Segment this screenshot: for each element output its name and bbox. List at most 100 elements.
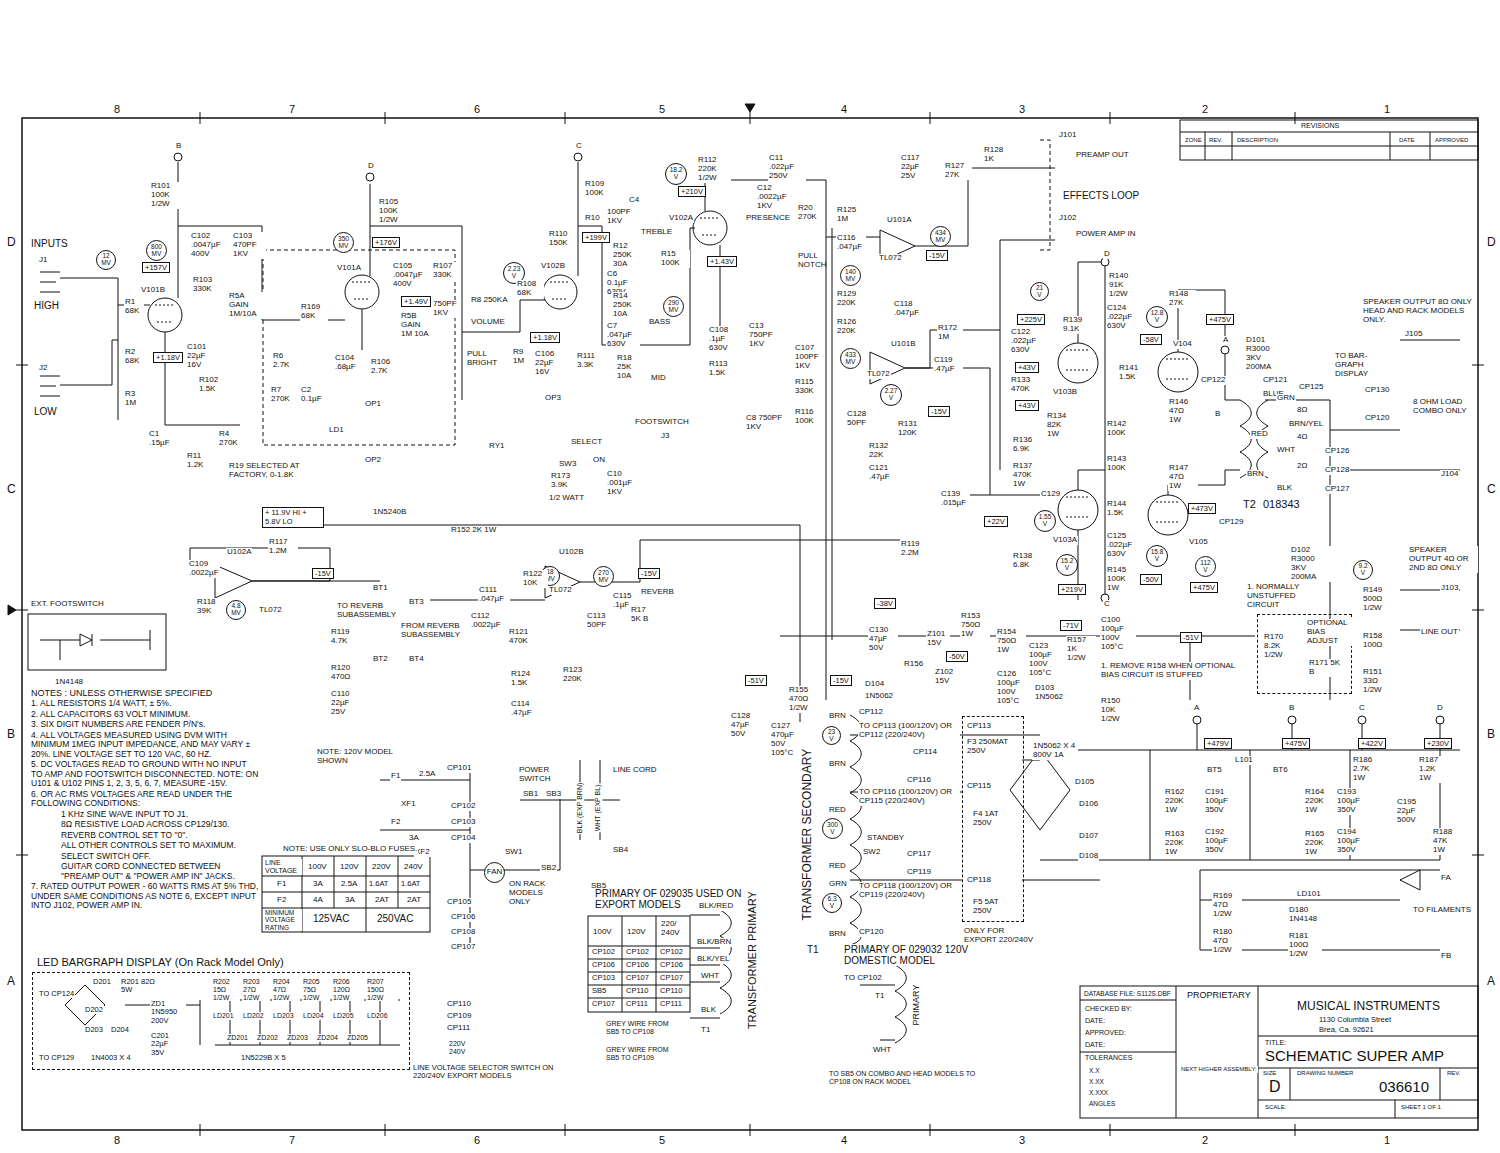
- schematic-label: A: [1222, 336, 1229, 345]
- node-text: 9.2 V: [1358, 563, 1367, 577]
- schematic-label: R186 2.7K 1W: [1352, 756, 1382, 783]
- schematic-label: CP119: [906, 868, 932, 877]
- schematic-label: BRN: [1246, 470, 1265, 479]
- rotated-label: BLK (EXP BRN): [576, 782, 584, 834]
- node-text: +219V: [1061, 585, 1083, 594]
- schematic-label: CP101: [446, 764, 472, 773]
- schematic-label: BT5: [1206, 766, 1223, 775]
- node-text: -50V: [949, 652, 965, 661]
- schematic-label: OP2: [364, 456, 382, 465]
- border: [22, 118, 1478, 1130]
- schematic-label: R148 27K: [1168, 290, 1196, 308]
- voltage-circle: 15.2 V: [1056, 554, 1078, 576]
- schematic-label: BRN/YEL: [1288, 420, 1324, 429]
- schematic-label: R143 100K: [1106, 455, 1136, 473]
- voltage-box: + 11.9V HI + 5.8V LO: [262, 507, 324, 528]
- schematic-label: C195 22µF 500V: [1396, 798, 1426, 825]
- schematic-label: TO CP118 (100/120V) OR CP119 (220/240V): [858, 882, 960, 900]
- schematic-label: R17 5K B: [630, 606, 658, 624]
- schematic-label: D: [1103, 250, 1111, 259]
- schematic-label: R125 1M: [836, 206, 862, 224]
- schematic-label: R119 4.7K: [330, 628, 360, 646]
- schematic-label: CP120: [1364, 414, 1390, 423]
- schematic-label: ON: [592, 456, 606, 465]
- schematic-label: 220/ 240V: [660, 920, 688, 938]
- node-text: 23 V: [828, 729, 835, 743]
- frame: [8, 104, 1484, 1136]
- schematic-label: TL072: [878, 254, 903, 263]
- schematic-label: B: [1288, 704, 1295, 713]
- schematic-label: R120 470Ω: [330, 664, 360, 682]
- schematic-label: CP117: [906, 850, 932, 859]
- schematic-label: LD101: [1296, 890, 1322, 899]
- schematic-label: LINE VOLTAGE SELECTOR SWITCH ON 220/240V…: [412, 1064, 574, 1081]
- schematic-label: J103: [1440, 584, 1459, 593]
- schematic-label: CP114: [912, 748, 938, 757]
- tables: [262, 856, 690, 1012]
- schematic-label: SB4: [612, 846, 629, 855]
- schematic-label: 220V 240V: [448, 1040, 476, 1056]
- schematic-label: SB1: [522, 790, 539, 799]
- voltage-circle: 112 V: [1195, 556, 1216, 577]
- schematic-label: 7. RATED OUTPUT POWER - 60 WATTS RMS AT …: [30, 882, 260, 911]
- node-text: -15V: [931, 407, 947, 416]
- schematic-label: SW1: [504, 848, 523, 857]
- schematic-label: FA: [1440, 874, 1452, 883]
- schematic-label: R163 220K 1W: [1164, 830, 1192, 857]
- schematic-label: 120V: [626, 928, 647, 937]
- schematic-label: C110 22µF 25V: [330, 690, 360, 717]
- schematic-label: 220V: [371, 863, 392, 872]
- node-text: 15.8 V: [1151, 549, 1164, 563]
- schematic-label: CP107: [625, 974, 650, 982]
- schematic-label: BT3: [408, 598, 425, 607]
- schematic-label: TL072: [866, 370, 891, 379]
- node-text: LED BARGRAPH DISPLAY (On Rack Model Only…: [36, 956, 285, 968]
- schematic-label: TL072: [258, 606, 283, 615]
- voltage-circle: 290 MV: [663, 296, 684, 317]
- schematic-label: CP115: [966, 782, 992, 791]
- schematic-label: 2.5A: [340, 880, 358, 889]
- schematic-label: 2: [1201, 103, 1209, 115]
- schematic-label: WHT: [872, 1046, 892, 1055]
- schematic-label: ZD201: [226, 1034, 249, 1042]
- schematic-label: GUITAR CORD CONNECTED BETWEEN "PREAMP OU…: [60, 862, 258, 881]
- node-text: 1. NORMALLY UNSTUFFED CIRCUIT: [1246, 583, 1328, 610]
- node-text: +475V: [1193, 583, 1215, 592]
- schematic-label: C128 50PF: [846, 410, 874, 428]
- schematic-label: CP113: [966, 722, 992, 731]
- schematic-label: 250VAC: [376, 913, 415, 924]
- schematic-label: D: [6, 236, 17, 249]
- node-text: 300 V: [827, 822, 838, 836]
- schematic-label: R152 2K 1W: [450, 526, 497, 535]
- voltage-box: +1.49V: [401, 296, 431, 307]
- schematic-label: OP3: [544, 394, 562, 403]
- schematic-label: R115 330K: [794, 378, 824, 396]
- node-text: +1.43V: [710, 257, 734, 266]
- schematic-label: 8: [113, 1134, 121, 1146]
- schematic-label: 7: [288, 1134, 296, 1146]
- schematic-label: CP109: [446, 1012, 472, 1021]
- schematic-label: R149 500Ω 1/2W: [1362, 586, 1394, 613]
- schematic-label: F1: [390, 772, 401, 781]
- schematic-label: C: [1358, 704, 1366, 713]
- schematic-label: R173 3.9K: [550, 472, 580, 490]
- node-text: -15V: [833, 676, 849, 685]
- schematic-label: 1. ALL RESISTORS 1/4 WATT, ± 5%.: [30, 699, 172, 709]
- schematic-label: R169 68K: [300, 303, 328, 321]
- schematic-label: C113 50PF: [586, 612, 612, 630]
- node-text: 140 MV: [845, 269, 856, 283]
- schematic-label: PRESENCE: [745, 214, 791, 223]
- schematic-label: C201 22µF 35V: [150, 1032, 184, 1057]
- schematic-label: 3: [1018, 103, 1026, 115]
- schematic-label: TO CP124: [38, 990, 75, 998]
- schematic-label: INPUTS: [30, 238, 69, 249]
- node-text: +199V: [585, 233, 607, 242]
- schematic-label: CP107: [591, 1000, 616, 1008]
- node-text: 1.55 V: [1039, 514, 1052, 528]
- voltage-circle: 4.8 MV: [226, 600, 246, 620]
- schematic-label: R181 100Ω 1/2W: [1288, 932, 1322, 959]
- node-text: -58V: [1143, 335, 1159, 344]
- node-text: R171 5K B: [1308, 659, 1346, 677]
- schematic-label: VOLUME: [470, 318, 506, 327]
- schematic-label: SCHEMATIC SUPER AMP: [1264, 1048, 1445, 1065]
